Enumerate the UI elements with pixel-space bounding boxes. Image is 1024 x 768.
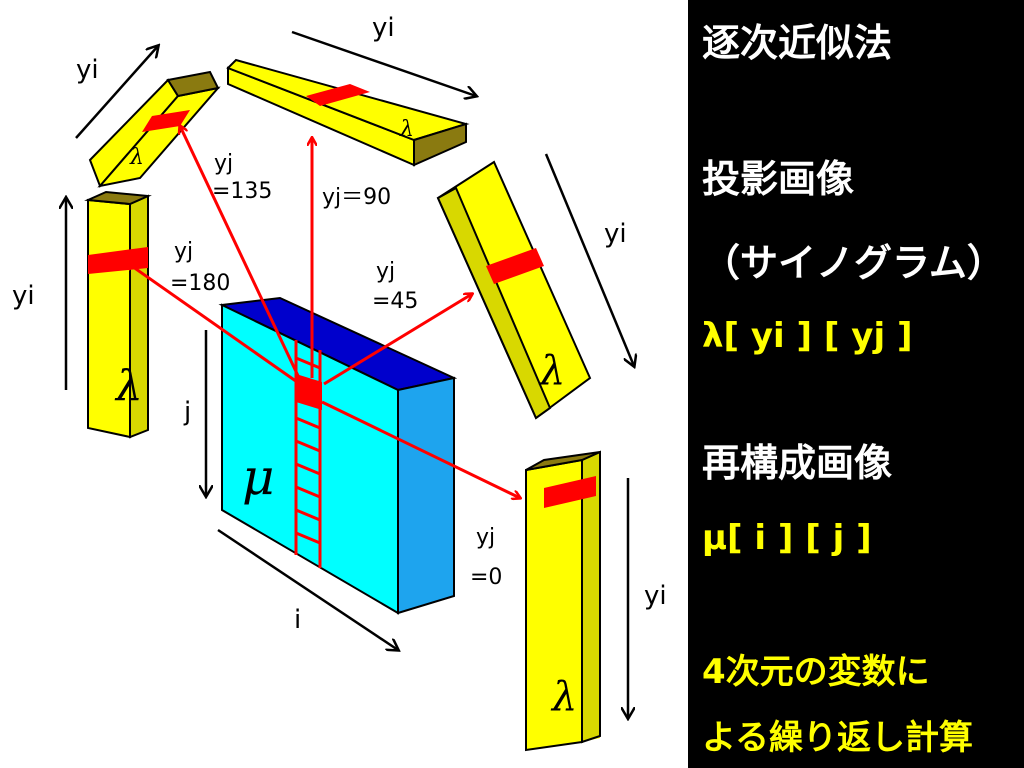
- caption-panel: 逐次近似法 投影画像 （サイノグラム） λ[ yi ] [ yj ] 再構成画像…: [688, 0, 1024, 768]
- mu-volume-block: μ: [218, 296, 458, 615]
- yi-arrow-90: [291, 30, 476, 96]
- reconstruction-variable: μ[ i ] [ j ]: [702, 518, 872, 558]
- angle-label-0-value: =0: [470, 565, 502, 590]
- angle-label-0: yj: [476, 525, 495, 550]
- projection-heading: 投影画像: [702, 157, 855, 201]
- projection-bar-90: λ: [226, 58, 470, 167]
- i-axis-label: i: [294, 605, 301, 635]
- note-line-2: よる繰り返し計算: [702, 718, 973, 758]
- lambda-symbol: λ: [399, 117, 414, 142]
- angle-label-90: yj＝90: [322, 185, 391, 210]
- projection-bar-45: λ: [436, 160, 592, 420]
- mu-symbol: μ: [242, 448, 275, 506]
- projection-variable: λ[ yi ] [ yj ]: [702, 316, 913, 356]
- angle-label-135-value: =135: [212, 179, 272, 204]
- active-pixel: [296, 374, 322, 410]
- yi-arrow-135: [75, 46, 158, 139]
- projection-highlight: [486, 248, 544, 284]
- ray-0: [321, 400, 520, 498]
- note-line-1: 4次元の変数に: [702, 652, 930, 692]
- yi-label-135: yi: [76, 55, 99, 85]
- ray-45: [323, 294, 472, 386]
- angle-label-135: yj: [214, 151, 233, 176]
- lambda-symbol: λ: [129, 145, 144, 170]
- yi-label-90: yi: [372, 13, 395, 43]
- direction-arrows: [66, 30, 634, 718]
- projection-highlight: [544, 476, 596, 508]
- i-arrow: [217, 528, 398, 650]
- projection-bar-0: λ: [525, 450, 601, 752]
- angle-label-180-value: =180: [170, 271, 230, 296]
- panel-title: 逐次近似法: [702, 21, 893, 65]
- projection-bar-180: λ: [84, 190, 152, 439]
- projection-highlight: [142, 110, 190, 132]
- yi-label-180: yi: [12, 281, 35, 311]
- projection-bar-135: λ: [88, 70, 221, 188]
- lambda-symbol: λ: [550, 674, 577, 720]
- mu-block-side: [397, 376, 455, 615]
- projection-subheading: （サイノグラム）: [702, 241, 1005, 285]
- reconstruction-diagram: μ λ λ λ λ λ: [12, 13, 667, 752]
- j-axis-label: j: [183, 397, 191, 427]
- projection-rays: [126, 126, 520, 498]
- angle-label-45: yj: [376, 259, 395, 284]
- ray-135: [180, 126, 302, 381]
- yi-label-0: yi: [644, 581, 667, 611]
- lambda-symbol: λ: [538, 348, 565, 394]
- yi-arrow-45: [544, 153, 634, 366]
- projection-highlight: [306, 84, 370, 106]
- lambda-symbol: λ: [114, 361, 143, 410]
- angle-label-180: yj: [174, 239, 193, 264]
- angle-label-45-value: =45: [372, 289, 418, 314]
- ray-180: [126, 262, 301, 386]
- yi-label-45: yi: [604, 219, 627, 249]
- reconstruction-heading: 再構成画像: [702, 441, 893, 485]
